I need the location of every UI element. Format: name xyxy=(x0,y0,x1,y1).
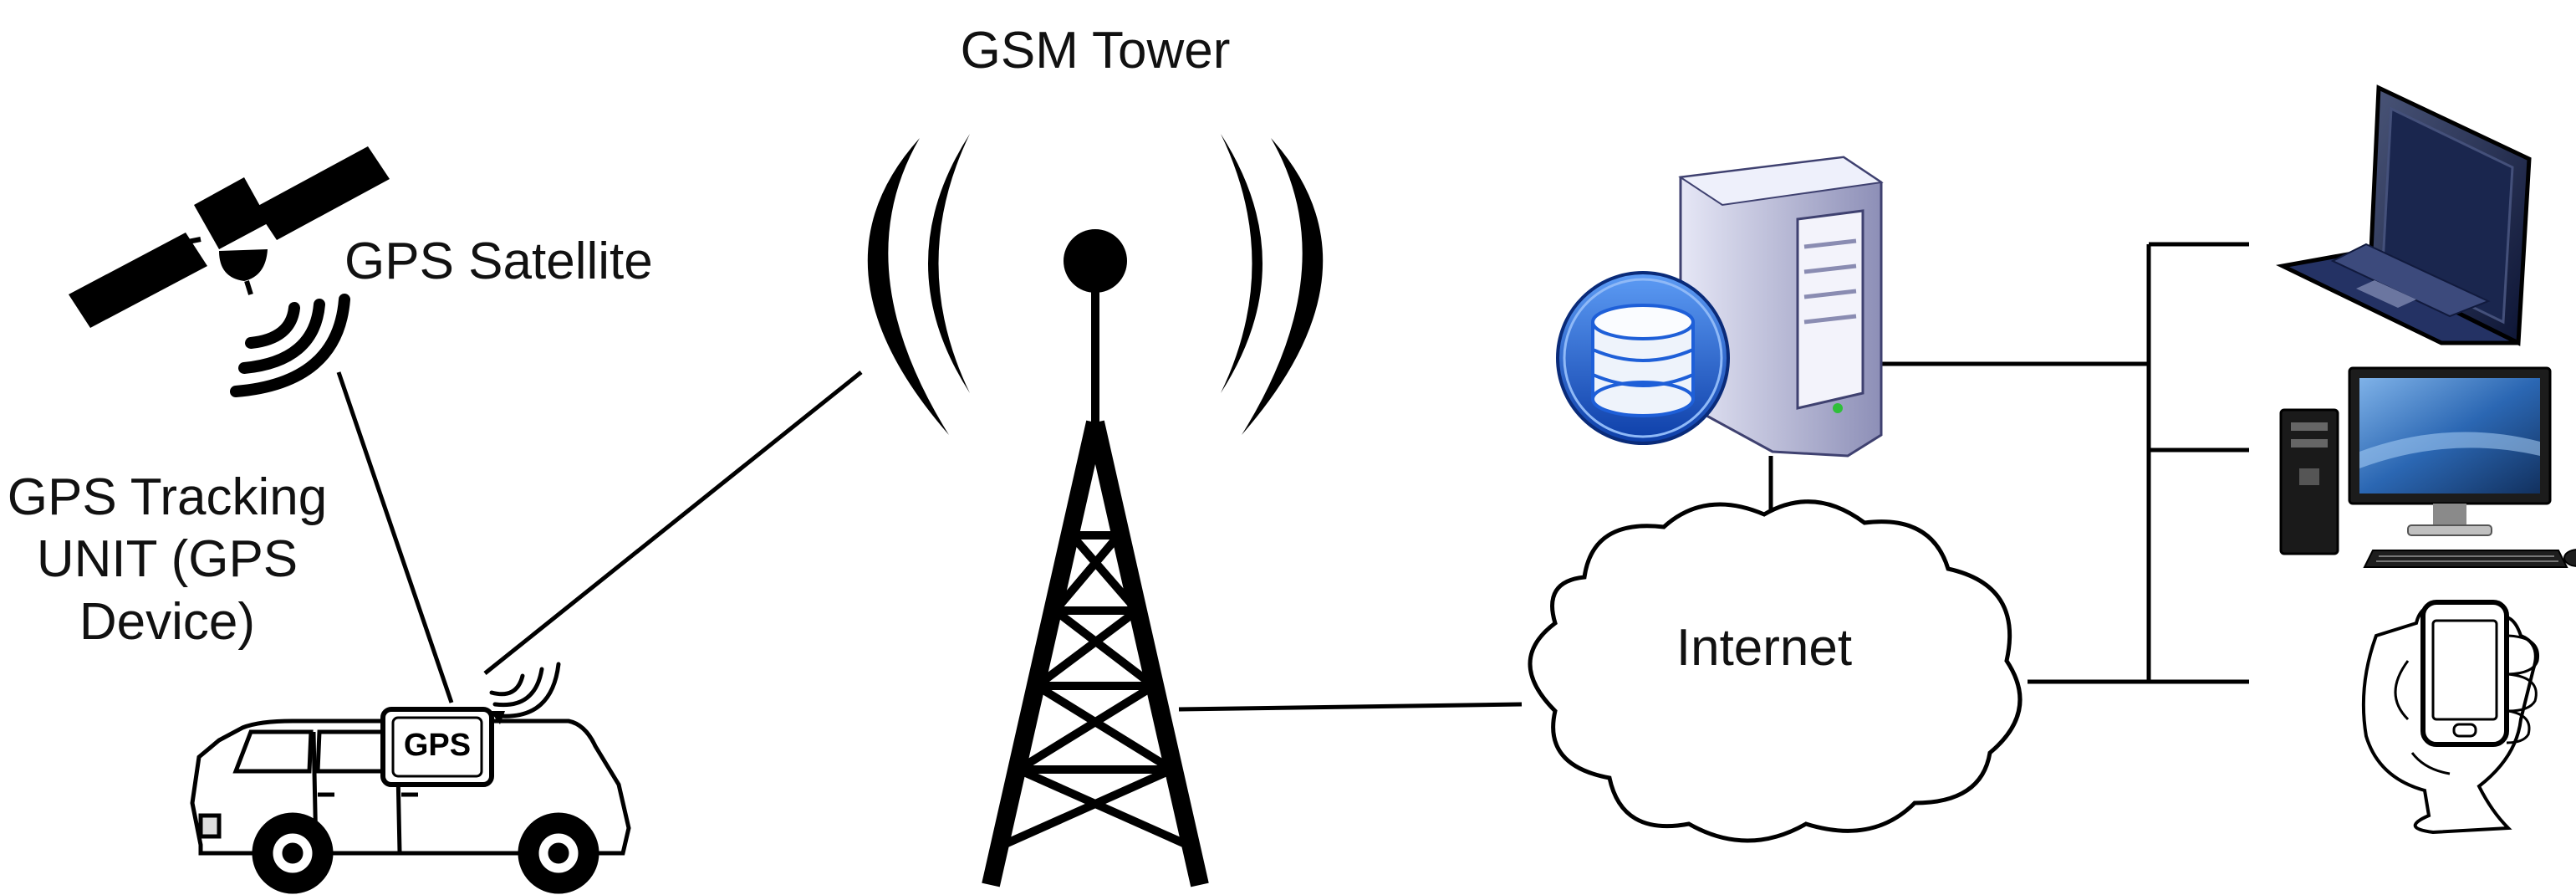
server-icon xyxy=(1678,156,1884,458)
gsm-tower-icon xyxy=(867,134,1324,887)
database-icon xyxy=(1556,271,1730,445)
link-car-to-tower xyxy=(483,371,863,675)
gps-device-icon xyxy=(380,662,561,787)
laptop-icon xyxy=(2275,84,2532,346)
tracking-unit-label-line3: Device) xyxy=(79,592,256,651)
satellite-signal-icon xyxy=(230,294,350,397)
satellite-icon xyxy=(69,146,390,397)
link-tower-to-internet xyxy=(1178,702,1523,712)
gps-tracking-unit-label: GPS Tracking UNIT (GPS Device) xyxy=(0,467,351,653)
internet-cloud-icon xyxy=(1528,499,2023,843)
gps-device-label: GPS xyxy=(403,728,472,763)
smartphone-icon xyxy=(2361,600,2540,835)
gps-satellite-label: GPS Satellite xyxy=(344,233,653,290)
internet-label: Internet xyxy=(1676,619,1853,677)
tracking-unit-label-line1: GPS Tracking xyxy=(7,468,328,526)
gsm-tower-label: GSM Tower xyxy=(960,22,1231,79)
tracking-unit-label-line2: UNIT (GPS xyxy=(36,530,298,589)
link-satellite-to-car xyxy=(336,371,454,703)
tower-signal-icon xyxy=(867,134,1324,435)
desktop-computer-icon xyxy=(2279,366,2576,568)
gps-device-signal-icon xyxy=(489,662,561,719)
connection-lines xyxy=(336,242,2249,712)
